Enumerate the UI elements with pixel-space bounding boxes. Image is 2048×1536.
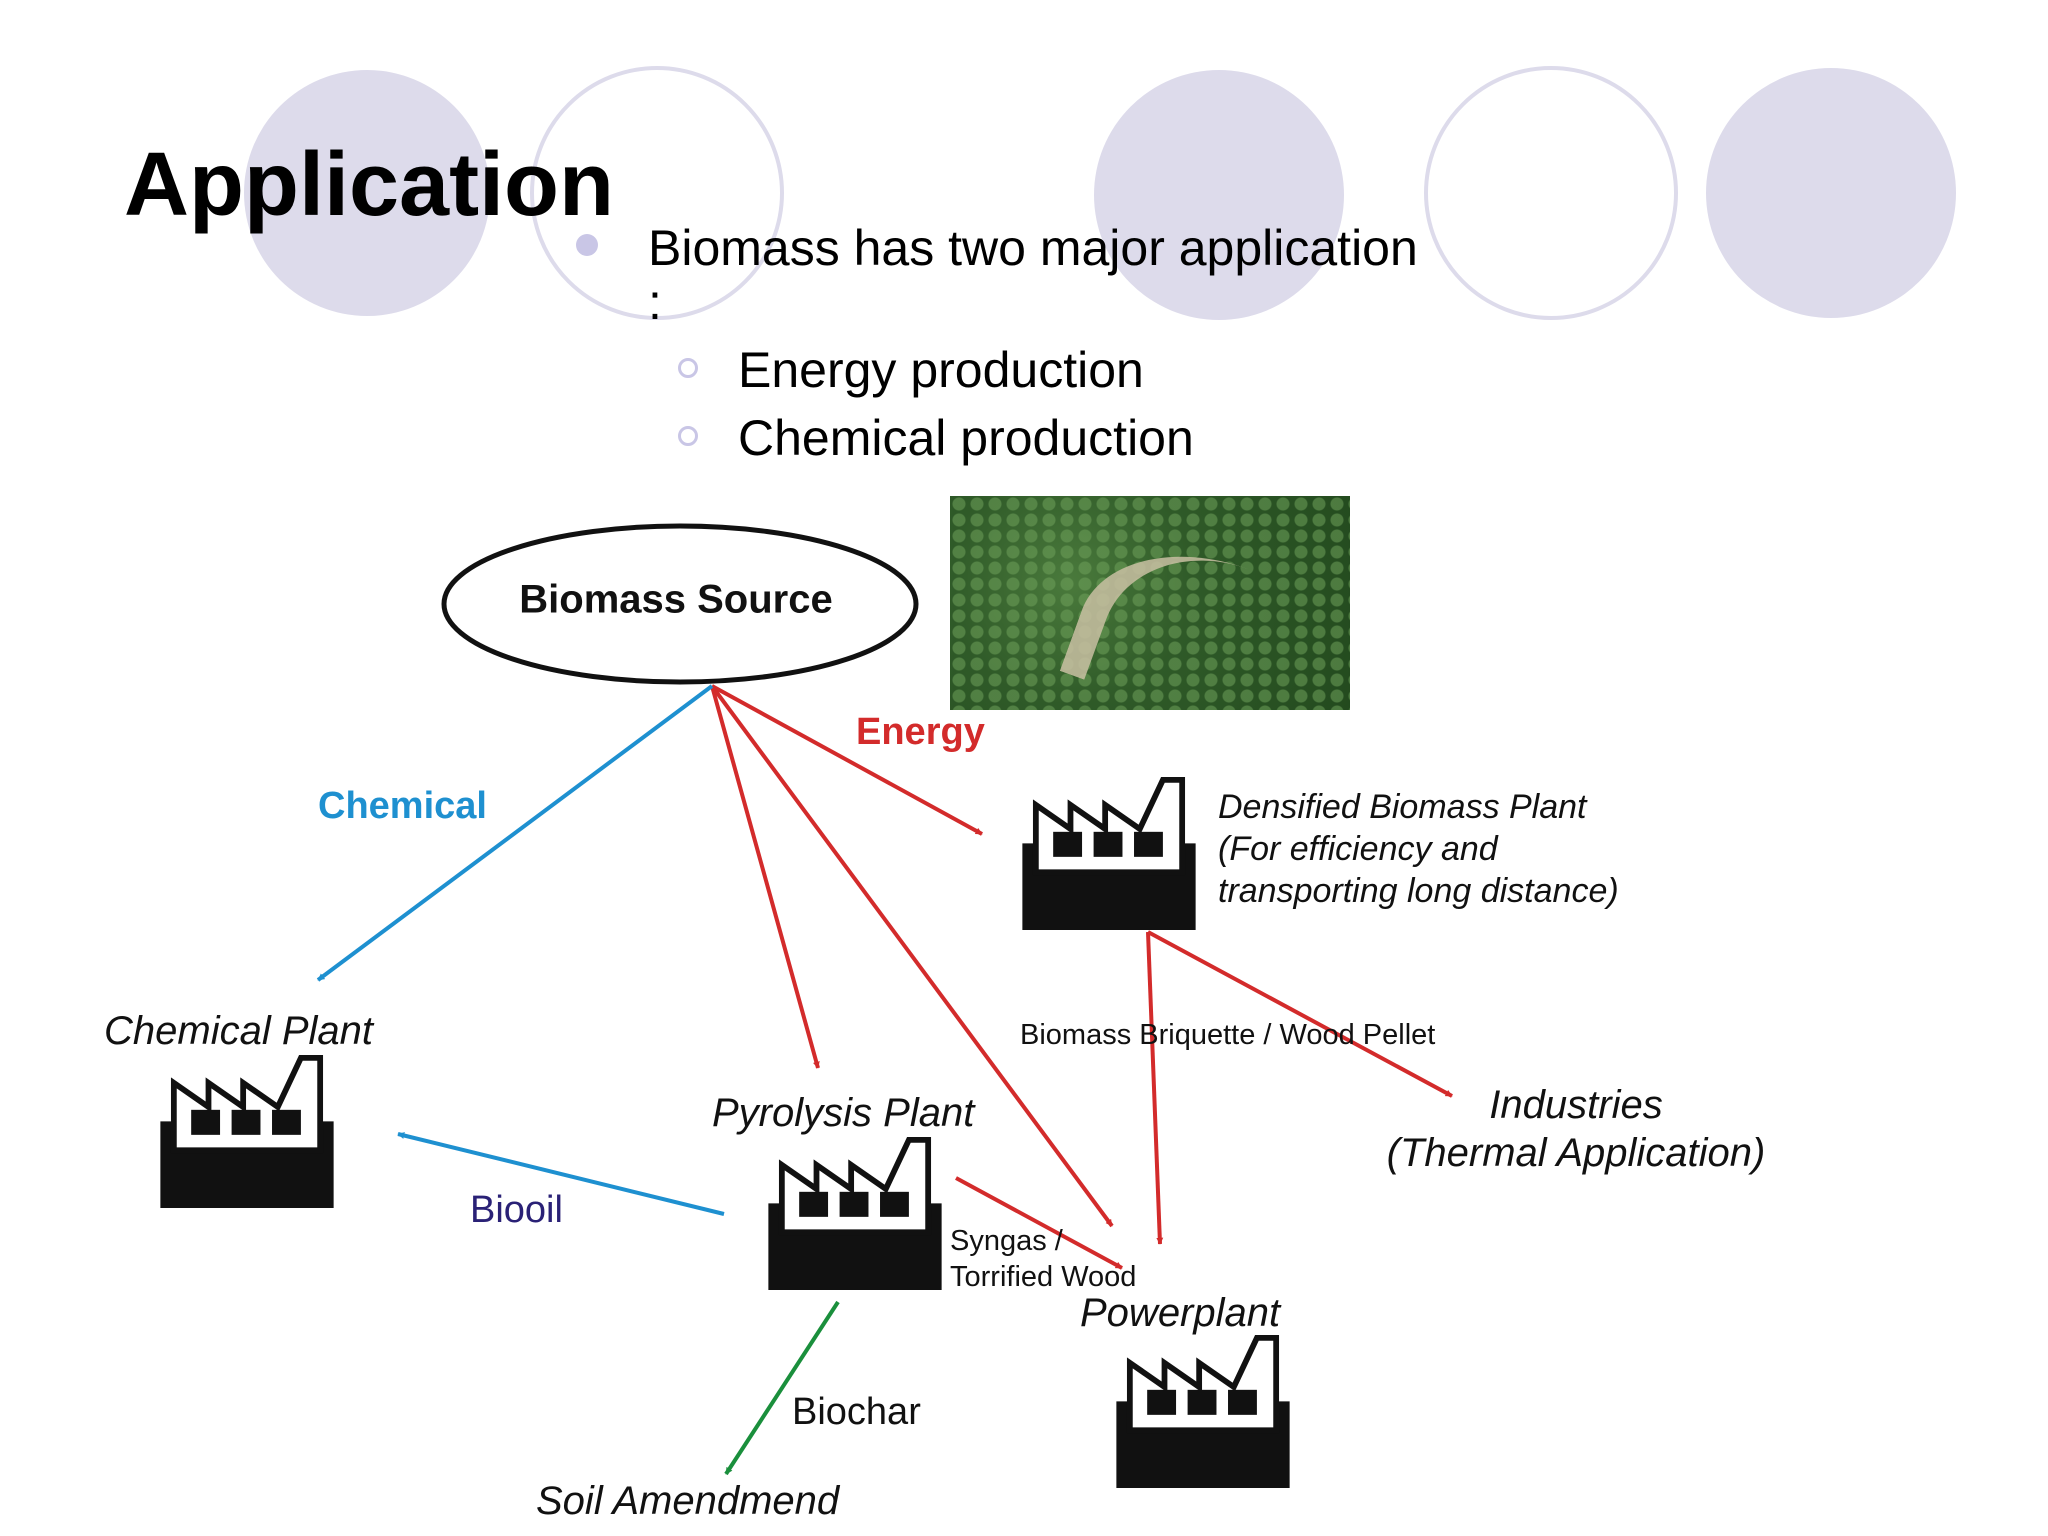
briquette-label: Biomass Briquette / Wood Pellet <box>1020 1019 1435 1051</box>
densified-plant-label-line1: Densified Biomass Plant <box>1218 788 1588 826</box>
slide-title: Application <box>124 135 614 235</box>
intro-line: Biomass has two major application <box>648 220 1418 276</box>
powerplant-label: Powerplant <box>1080 1291 1282 1335</box>
pyrolysis-plant-factory-icon <box>768 1140 941 1290</box>
soil-amendment-label: Soil Amendmend <box>536 1479 841 1523</box>
sub-bullet-icon <box>678 358 698 378</box>
densified-plant-factory-icon <box>1022 780 1195 930</box>
syngas-label-line1: Syngas / <box>950 1225 1064 1257</box>
densified-plant-label-line3: transporting long distance) <box>1218 872 1619 910</box>
decor-circle <box>1706 68 1956 318</box>
decor-circle <box>1094 70 1344 320</box>
biochar-label: Biochar <box>792 1391 921 1433</box>
densified-plant-label-line2: (For efficiency and <box>1218 830 1499 868</box>
powerplant-factory-icon <box>1116 1338 1289 1488</box>
decor-ring <box>1424 66 1678 320</box>
chemical-plant-factory-icon <box>160 1058 333 1208</box>
pyrolysis-plant-label: Pyrolysis Plant <box>712 1091 976 1135</box>
bullet-dot-icon <box>576 234 598 256</box>
industries-label-line1: Industries <box>1489 1083 1662 1127</box>
briquette-arrow-industries <box>1147 930 1453 1098</box>
decor-ring <box>530 66 784 320</box>
biochar-arrow <box>724 1300 840 1476</box>
decor-circle <box>244 70 490 316</box>
syngas-label-line2: Torrified Wood <box>950 1261 1136 1293</box>
syngas-arrow-powerplant <box>955 1176 1123 1270</box>
briquette-arrow-powerplant <box>1146 931 1164 1245</box>
biomass-source-label: Biomass Source <box>519 578 832 622</box>
chemical-label: Chemical <box>318 785 487 827</box>
energy-arrow-pyrolysis <box>710 685 820 1069</box>
sub-bullet-icon <box>678 426 698 446</box>
biooil-label: Biooil <box>470 1189 563 1231</box>
biooil-arrow <box>397 1132 725 1216</box>
energy-arrow-powerplant <box>710 684 1114 1228</box>
industries-label-line2: (Thermal Application) <box>1387 1131 1766 1175</box>
biomass-source-node <box>441 523 919 685</box>
bullet-chemical-production: Chemical production <box>738 410 1194 466</box>
energy-label: Energy <box>856 711 985 753</box>
bullet-energy-production: Energy production <box>738 342 1144 398</box>
chemical-arrow <box>316 684 714 982</box>
intro-colon: : <box>648 274 662 330</box>
energy-arrow-densified <box>711 684 983 836</box>
forest-photo <box>950 496 1350 710</box>
chemical-plant-label: Chemical Plant <box>104 1009 375 1053</box>
